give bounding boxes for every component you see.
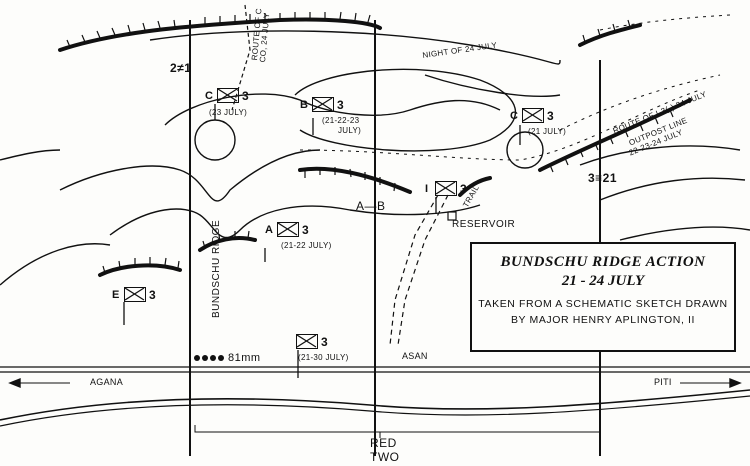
legend-title-2: 21 - 24 JULY: [561, 273, 645, 289]
night-line: [599, 14, 731, 31]
beach-label-2: TWO: [370, 450, 400, 464]
ridge-label: BUNDSCHU RIDGE: [211, 219, 222, 318]
contour-line: [149, 30, 561, 65]
unit-symbol: [296, 334, 318, 349]
unit-date: (23 JULY): [209, 108, 248, 117]
unit-letter: A: [265, 224, 273, 236]
asan-label: ASAN: [402, 351, 428, 361]
contour-line: [0, 149, 61, 161]
unit-number: 3: [321, 335, 328, 349]
legend-box: BUNDSCHU RIDGE ACTION 21 - 24 JULY TAKEN…: [470, 242, 736, 352]
contour-line: [599, 177, 746, 201]
ridge-line: [458, 176, 492, 197]
trail: [397, 194, 449, 346]
mortar-label: 81mm: [228, 352, 261, 364]
ridge-line: [578, 23, 642, 47]
unit-symbol: [217, 88, 239, 103]
legend-title-1: BUNDSCHU RIDGE ACTION: [500, 254, 706, 270]
ridge-line: [538, 98, 692, 172]
legend-note-2: BY MAJOR HENRY APLINGTON, II: [510, 314, 696, 326]
hill-circle: [506, 131, 544, 169]
contour-line: [0, 243, 111, 286]
unit-number: 3: [302, 223, 309, 237]
unit-date-2: JULY): [338, 126, 362, 135]
boundary-label-center: A—B: [356, 199, 386, 213]
unit-symbol: [277, 222, 299, 237]
legend-note-1: TAKEN FROM A SCHEMATIC SKETCH DRAWN: [478, 298, 728, 310]
unit-symbol: [312, 97, 334, 112]
outpost-line: [299, 89, 701, 161]
boundary-label-right: 3≡21: [588, 171, 618, 185]
ridge-line: [98, 263, 182, 277]
beach-bracket: [194, 425, 601, 433]
unit-letter: C: [510, 110, 518, 122]
ridge-line: [298, 166, 412, 194]
unit-symbol: [124, 287, 146, 302]
reservoir-label: RESERVOIR: [452, 219, 516, 230]
unit-symbol: [522, 108, 544, 123]
contour-line: [294, 68, 517, 152]
boundary-label-left: 2≠1: [170, 61, 192, 75]
unit-number: 3: [337, 98, 344, 112]
unit-date: (21-22 JULY): [281, 241, 332, 250]
unit-date: (21-30 JULY): [298, 353, 349, 362]
agana-label: AGANA: [90, 377, 124, 387]
unit-letter: I: [425, 183, 429, 195]
hill-circle: [194, 119, 236, 161]
beach-label-1: RED: [370, 436, 397, 450]
unit-letter: B: [300, 99, 308, 111]
piti-label: PITI: [654, 377, 672, 387]
unit-number: 3: [149, 288, 156, 302]
trail: [389, 194, 439, 346]
unit-letter: C: [205, 90, 213, 102]
unit-letter: E: [112, 289, 120, 301]
ridge-line: [198, 236, 257, 252]
unit-number: 3: [547, 109, 554, 123]
contour-line: [424, 74, 561, 97]
contour-line: [619, 226, 750, 241]
reservoir-symbol: [447, 211, 457, 221]
route-i-line: [559, 74, 721, 131]
unit-date: (21-22-23: [322, 116, 360, 125]
unit-symbol: [435, 181, 457, 196]
contour-line: [59, 149, 321, 202]
contour-line: [109, 204, 481, 239]
unit-date: (21 JULY): [528, 127, 567, 136]
shoreline: [0, 395, 750, 427]
contour-line: [579, 145, 741, 166]
unit-number: 3: [242, 89, 249, 103]
unit-number: 3: [460, 182, 467, 196]
ridge-line: [58, 17, 382, 52]
shoreline: [0, 389, 750, 421]
